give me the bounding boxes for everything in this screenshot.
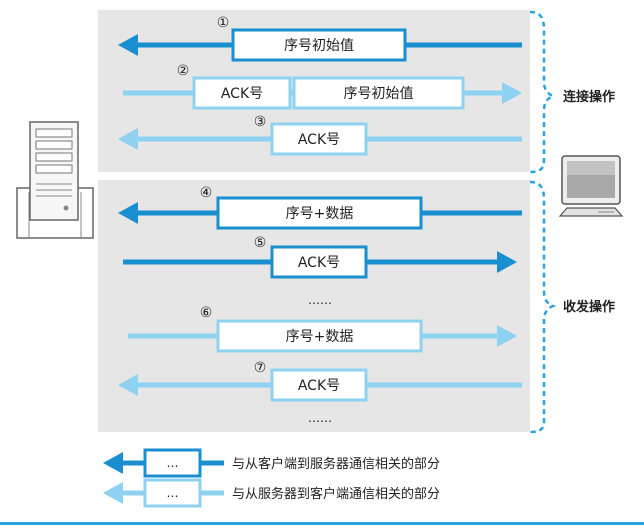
section-label-transfer: 收发操作 [563,299,615,315]
message-box-label: ACK号 [298,255,340,271]
step-number: ① [217,15,230,31]
message-step: 序号+数据 ④ [118,185,522,230]
bottom-rule [0,522,644,525]
arrow-head-right [502,82,522,104]
message-box-label: ACK号 [298,378,340,394]
legend-box-label: … [167,486,179,500]
message-box [270,122,368,156]
message-step: ACK号 ⑤ [123,235,517,279]
legend: … 与从客户端到服务器通信相关的部分 … 与从服务器到客户端通信相关的部分 [103,448,440,508]
server-tower-icon [16,121,94,239]
message-box [292,76,465,110]
legend-label: 与从客户端到服务器通信相关的部分 [232,456,440,472]
message-box [270,368,368,402]
legend-item: … 与从客户端到服务器通信相关的部分 [103,448,440,478]
arrow-head-left [118,374,138,396]
section-label-connect: 连接操作 [563,89,615,105]
message-box-label: ACK号 [298,132,340,148]
arrow-head-left [118,34,138,56]
message-box-label: 序号+数据 [286,329,354,345]
message-box-label: 序号初始值 [344,85,414,102]
message-step: 序号+数据 ⑥ [128,305,517,353]
legend-box [143,448,202,478]
message-box [192,76,292,110]
arrow-head-left [118,128,138,150]
message-box [231,28,407,62]
connection-bracket [529,10,557,174]
message-box [216,196,423,230]
crt-monitor-icon [558,155,624,217]
arrow-head-right [497,251,517,273]
continuation-dots: …… [308,411,332,425]
step-number: ③ [254,114,267,130]
message-step: 序号初始值 ① [118,15,522,62]
message-box [270,245,368,279]
message-box-label: ACK号 [221,86,263,102]
transfer-bracket [529,180,557,434]
step-number: ⑤ [254,235,267,251]
message-box-label: 序号+数据 [286,206,354,222]
legend-arrow-head [103,452,123,474]
step-number: ⑥ [200,305,213,321]
step-number: ④ [200,185,213,201]
arrow-head-right [497,325,517,347]
legend-label: 与从服务器到客户端通信相关的部分 [232,486,440,502]
message-box [216,319,423,353]
continuation-dots: …… [308,293,332,307]
message-step: ACK号 ⑦ [118,360,522,402]
arrow-head-left [118,202,138,224]
legend-item: … 与从服务器到客户端通信相关的部分 [103,478,440,508]
message-step: ACK号 序号初始值 ② [123,63,522,110]
legend-box [143,478,202,508]
message-box-label: 序号初始值 [284,37,354,54]
message-step: ACK号 ③ [118,114,522,156]
legend-box-label: … [167,456,179,470]
step-number: ⑦ [254,360,267,376]
message-arrows: 序号初始值 ① ACK号 序号初始值 ② ACK号 ③ 序号+数据 ④ ACK号 ⑤ 序号+数据 ⑥ AC… [118,15,522,425]
legend-arrow-head [103,482,123,504]
step-number: ② [177,63,190,79]
